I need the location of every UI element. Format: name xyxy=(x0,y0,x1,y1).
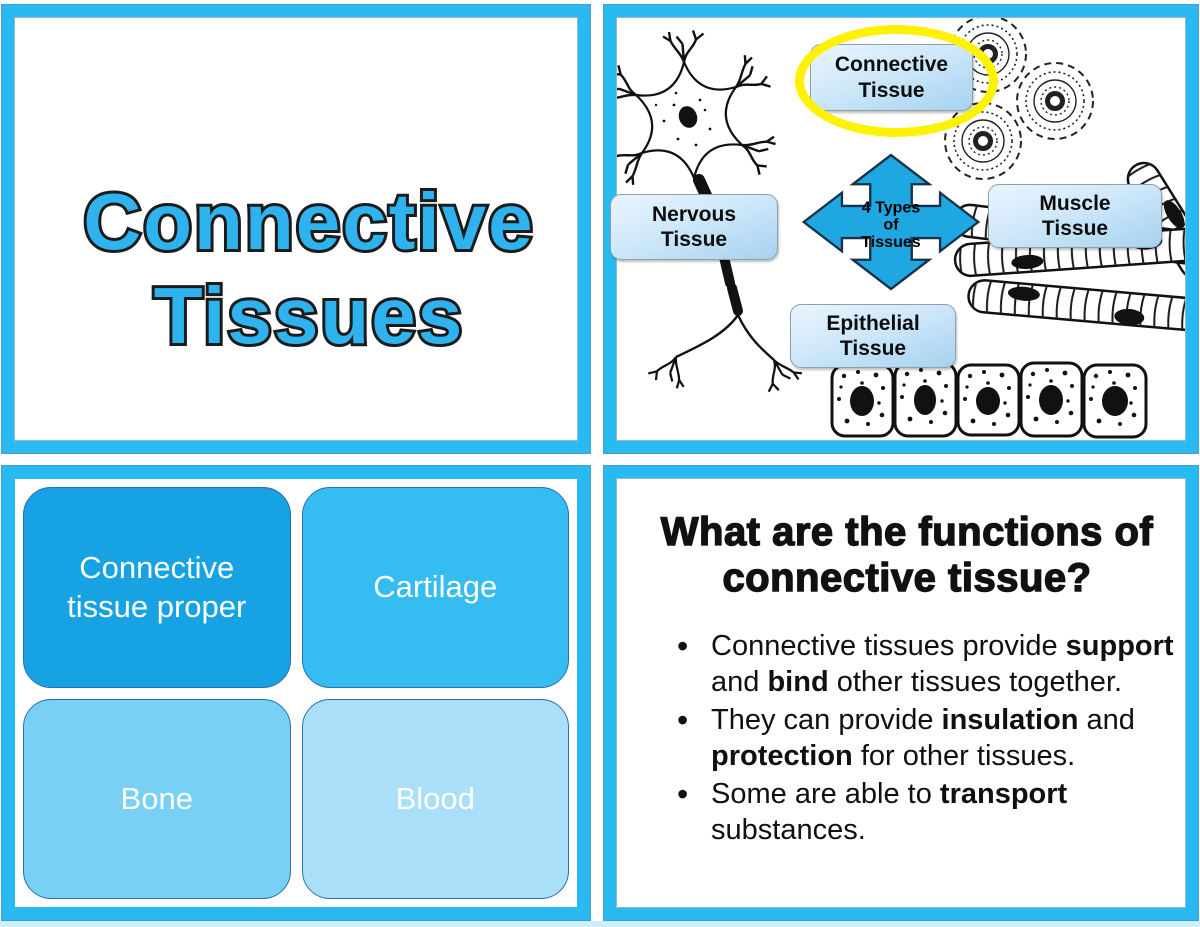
category-box-blood: Blood xyxy=(301,698,569,899)
muscle-tissue-label-line1: Muscle xyxy=(1039,191,1111,215)
nervous-tissue-label-line1: Nervous xyxy=(651,202,737,226)
category-box-cartilage: Cartilage xyxy=(301,487,569,688)
functions-title-line1: What are the functions of xyxy=(660,509,1154,554)
bullet-item: Connective tissues provide support and b… xyxy=(669,627,1179,701)
categories-slide: Connective tissue proper Cartilage Bone … xyxy=(2,466,590,920)
bubble-title: Connective Tissues xyxy=(80,174,535,363)
title-line-1: Connective xyxy=(83,177,534,266)
functions-title-line2: connective tissue? xyxy=(722,555,1092,600)
center-label-line3: Tissues xyxy=(861,233,920,251)
epithelial-cells-illustration xyxy=(830,361,1148,439)
functions-bullet-list: Connective tissues provide support and b… xyxy=(669,627,1179,849)
category-box-bone: Bone xyxy=(23,698,291,899)
functions-title: What are the functions of connective tis… xyxy=(657,509,1157,601)
title-line-2: Tissues xyxy=(154,271,464,360)
epithelial-tissue-label-line2: Tissue xyxy=(839,337,907,360)
center-label-line1: 4 Types xyxy=(862,199,921,217)
nervous-tissue-box: Nervous Tissue xyxy=(610,194,778,260)
epithelial-tissue-box: Epithelial Tissue xyxy=(790,304,956,368)
categories-grid: Connective tissue proper Cartilage Bone … xyxy=(15,479,577,907)
category-box-connective-tissue-proper: Connective tissue proper xyxy=(23,487,291,688)
tissue-types-slide: 4 Types of Tissues Connective Tissue Ner… xyxy=(604,5,1198,453)
functions-slide: What are the functions of connective tis… xyxy=(604,466,1198,920)
quad-arrow-icon: 4 Types of Tissues xyxy=(799,151,983,298)
category-label: Bone xyxy=(120,780,193,816)
functions-content: What are the functions of connective tis… xyxy=(617,479,1185,907)
category-label: Cartilage xyxy=(373,569,498,605)
center-label-line2: of xyxy=(883,216,899,234)
title-slide: Connective Tissues xyxy=(2,5,590,453)
highlight-ellipse xyxy=(795,25,998,137)
epithelial-tissue-label-line1: Epithelial xyxy=(826,311,920,335)
muscle-tissue-label-line2: Tissue xyxy=(1041,217,1109,240)
nervous-tissue-label-line2: Tissue xyxy=(660,228,728,251)
title-slide-content: Connective Tissues xyxy=(15,18,577,440)
category-label: Blood xyxy=(395,780,475,816)
muscle-tissue-box: Muscle Tissue xyxy=(988,184,1162,248)
bullet-item: Some are able to transport substances. xyxy=(669,775,1179,849)
category-label: Connective tissue proper xyxy=(67,549,247,625)
bullet-item: They can provide insulation and protecti… xyxy=(669,701,1179,775)
